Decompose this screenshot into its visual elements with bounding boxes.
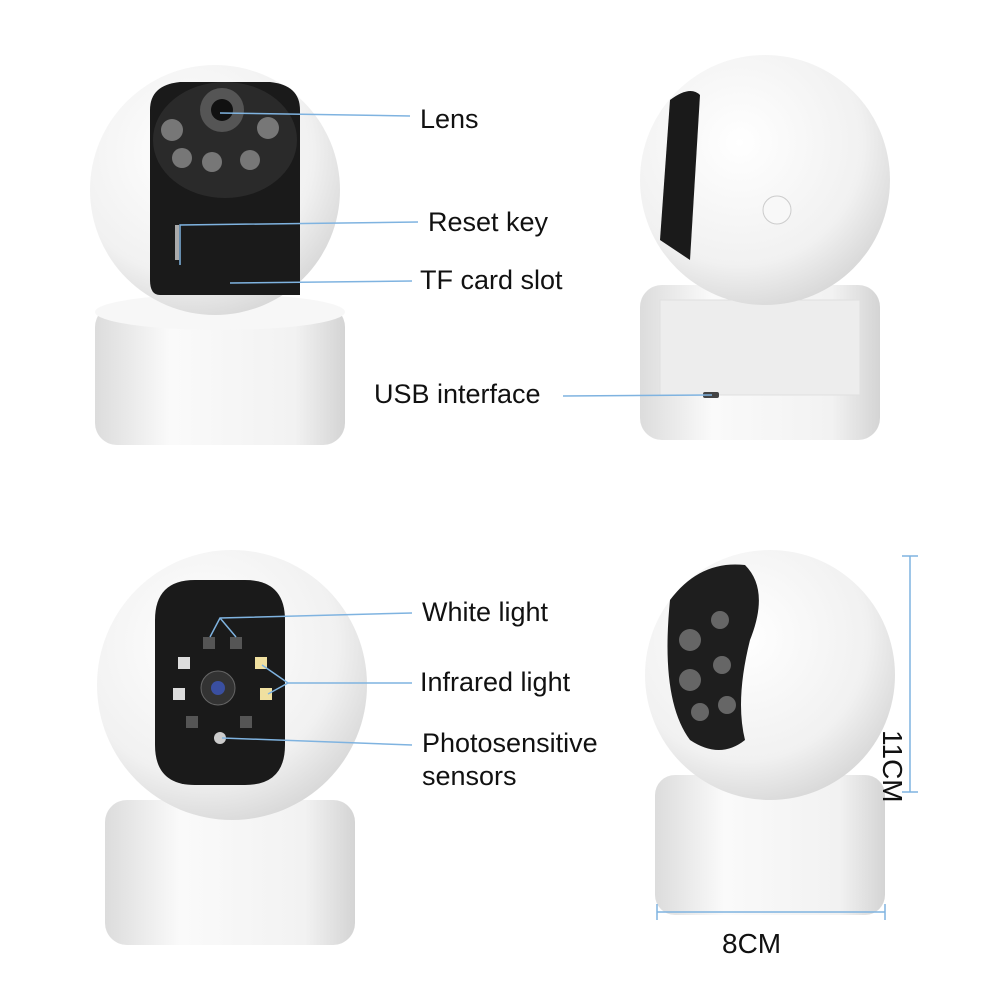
camera-front-top: [90, 65, 345, 445]
label-white-light: White light: [422, 597, 549, 627]
camera-side-bottom: [645, 550, 895, 915]
label-usb-interface: USB interface: [374, 379, 541, 409]
label-infrared-light: Infrared light: [420, 667, 571, 697]
label-tf-card-slot: TF card slot: [420, 265, 563, 295]
label-photosensitive: Photosensitive: [422, 728, 598, 758]
label-lens: Lens: [420, 104, 479, 134]
label-sensors: sensors: [422, 761, 517, 791]
camera-back-top: [640, 55, 890, 440]
width-dimension: 8CM: [722, 928, 782, 959]
leader-lines: [179, 112, 918, 920]
label-reset-key: Reset key: [428, 207, 549, 237]
camera-front-bottom: [97, 550, 367, 945]
height-dimension: 11CM: [877, 730, 908, 803]
